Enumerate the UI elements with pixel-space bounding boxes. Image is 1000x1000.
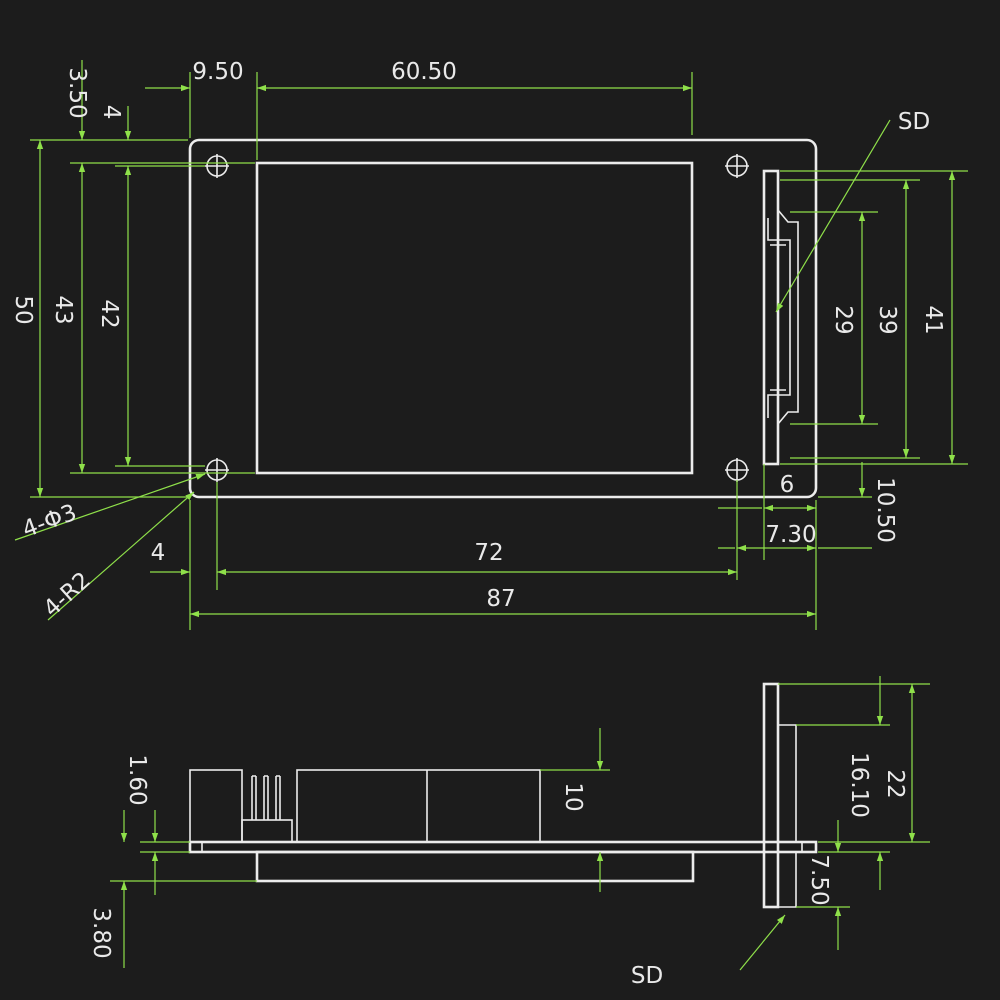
side-bottom-part xyxy=(255,850,695,883)
callout-holes: 4-Φ3 xyxy=(19,500,80,543)
dim-7-50: 7.50 xyxy=(806,854,832,905)
side-view xyxy=(188,682,818,909)
dim-60-50: 60.50 xyxy=(391,59,457,85)
dim-42: 42 xyxy=(96,299,122,328)
dim-72: 72 xyxy=(474,540,503,566)
dim-22: 22 xyxy=(882,769,908,798)
side-dimensions xyxy=(110,676,930,971)
side-pcb-end-left xyxy=(189,841,203,853)
dim-4-top: 4 xyxy=(98,105,124,120)
side-component-block xyxy=(296,769,541,843)
dim-3-80: 3.80 xyxy=(88,907,114,958)
side-sd-card xyxy=(762,682,780,909)
side-pin-header xyxy=(241,819,293,843)
display-area xyxy=(255,161,694,475)
dim-1-60: 1.60 xyxy=(124,754,150,805)
dim-87: 87 xyxy=(486,586,515,612)
dim-50: 50 xyxy=(10,295,36,324)
side-pcb xyxy=(188,840,818,854)
dim-9-50: 9.50 xyxy=(192,59,243,85)
dim-4-bottom: 4 xyxy=(151,540,166,566)
board-outline xyxy=(188,138,818,499)
dim-7-30: 7.30 xyxy=(765,522,816,548)
dim-43: 43 xyxy=(50,295,76,324)
side-display-module xyxy=(189,769,243,843)
dim-10: 10 xyxy=(560,782,586,811)
top-labels: 9.50 60.50 3.50 4 50 43 42 29 39 41 6 10… xyxy=(10,59,946,622)
dim-10-50: 10.50 xyxy=(872,477,898,543)
dim-39: 39 xyxy=(874,305,900,334)
dim-16-10: 16.10 xyxy=(846,752,872,818)
callout-sd-top: SD xyxy=(898,109,930,135)
side-labels: 1.60 10 3.80 22 16.10 7.50 SD xyxy=(88,752,908,989)
mounting-holes xyxy=(205,154,749,482)
top-dimensions xyxy=(14,60,968,630)
dim-41: 41 xyxy=(920,305,946,334)
top-view xyxy=(188,138,818,499)
dim-29: 29 xyxy=(830,305,856,334)
side-sd-housing xyxy=(778,724,797,908)
side-pcb-end-right xyxy=(801,841,817,853)
side-pins xyxy=(251,775,281,820)
callout-radius: 4-R2 xyxy=(39,567,96,622)
sd-slot xyxy=(762,169,799,466)
callout-sd-side: SD xyxy=(631,963,663,989)
dim-6: 6 xyxy=(780,472,795,498)
dim-3-50: 3.50 xyxy=(64,67,90,118)
